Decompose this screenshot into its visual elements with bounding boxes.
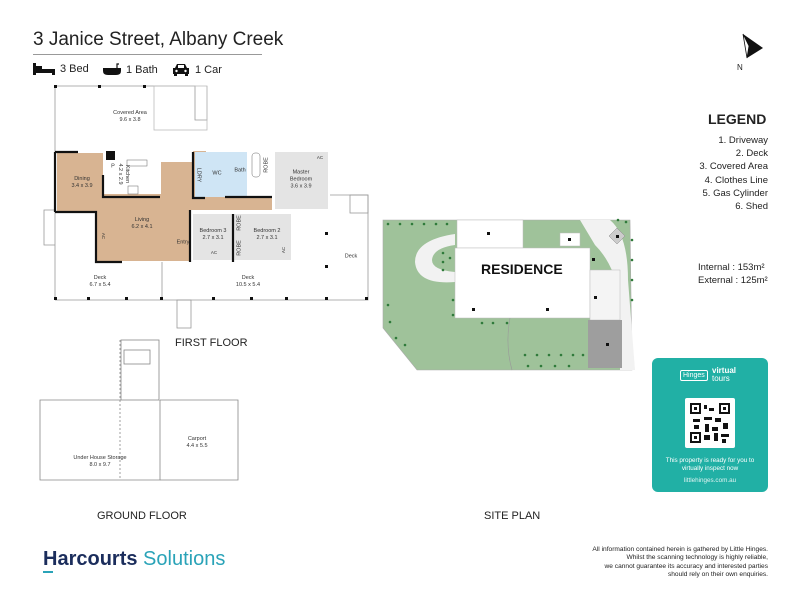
wc-label: WC <box>212 170 222 177</box>
site-plan <box>382 218 635 371</box>
feature-bath: 1 Bath <box>103 63 158 76</box>
room-name: Bedroom 2 <box>253 228 281 235</box>
ground-floor-plan <box>39 339 239 481</box>
room-dims: 6.2 x 4.1 <box>131 224 153 230</box>
ground-floor-title: GROUND FLOOR <box>97 510 187 522</box>
wet-area-floor <box>195 152 247 197</box>
room-dims: 3.4 x 3.9 <box>71 183 93 189</box>
room-dims: 6.7 x 5.4 <box>89 282 111 288</box>
bath-icon <box>103 63 121 75</box>
room-name: Bedroom 3 <box>199 228 227 235</box>
first-floor-title: FIRST FLOOR <box>175 337 248 349</box>
feature-car: 1 Car <box>172 63 222 76</box>
tour-url-link[interactable]: littlehinges.com.au <box>683 477 737 484</box>
bed-count: 3 Bed <box>60 63 89 75</box>
room-name: Living <box>134 217 150 224</box>
title-divider <box>33 54 262 55</box>
north-arrow-icon <box>742 33 763 59</box>
disclaimer: All information contained herein is gath… <box>592 546 768 579</box>
legend-list: 1. Driveway 2. Deck 3. Covered Area 4. C… <box>699 134 768 213</box>
legend-item: 2. Deck <box>735 148 768 160</box>
brand-office: Solutions <box>143 548 226 570</box>
car-icon <box>173 64 189 76</box>
car-count: 1 Car <box>195 63 222 76</box>
room-name: Covered Area <box>113 110 147 117</box>
legend-item: 6. Shed <box>735 201 768 213</box>
external-area: External : 125m² <box>698 275 768 286</box>
site-plan-title: SITE PLAN <box>484 510 541 522</box>
room-name: Deck <box>241 275 255 282</box>
legend-item: 3. Covered Area <box>699 161 768 173</box>
room-deck-right: Deck <box>344 253 358 260</box>
room-name: Master Bedroom <box>289 169 313 183</box>
room-dims: 2.7 x 3.1 <box>202 235 224 241</box>
room-dims: 9.6 x 3.8 <box>119 117 141 123</box>
ac-label: AC <box>210 250 218 256</box>
master-floor <box>275 152 328 209</box>
internal-area: Internal : 153m² <box>698 262 765 273</box>
ac-label: AC <box>316 155 324 161</box>
legend-title: LEGEND <box>708 111 767 127</box>
bath-count: 1 Bath <box>126 63 158 76</box>
property-address: 3 Janice Street, Albany Creek <box>33 29 284 50</box>
qr-code-icon <box>690 403 730 443</box>
disclaimer-line: should rely on their own enquiries. <box>667 570 768 578</box>
little-hinges-logo: Hinges <box>680 370 708 381</box>
disclaimer-line: All information contained herein is gath… <box>592 546 768 553</box>
room-name: Dining <box>74 176 90 183</box>
disclaimer-line: Whilst the scanning technology is highly… <box>626 554 768 562</box>
room-dims: 10.5 x 5.4 <box>235 282 261 288</box>
bedrooms-floor <box>193 214 291 260</box>
tours-label: tours <box>712 374 730 383</box>
compass-north-label: N <box>737 63 743 72</box>
virtual-label: virtual <box>712 366 737 375</box>
brand-underline <box>43 571 53 573</box>
room-name: Under House Storage <box>73 455 127 462</box>
legend-item: 4. Clothes Line <box>704 174 768 186</box>
tour-message: This property is ready for you to virtua… <box>665 457 755 472</box>
legend-item: 1. Driveway <box>718 135 768 146</box>
first-floor-plan <box>43 85 369 329</box>
room-dims: 4.4 x 5.5 <box>186 443 208 449</box>
legend-item: 5. Gas Cylinder <box>702 187 768 199</box>
harcourts-logo: Harcourts Solutions <box>43 548 225 571</box>
room-name: Deck <box>93 275 107 282</box>
brand-name: Harcourts <box>43 548 138 570</box>
room-dims: 2.7 x 3.1 <box>256 235 278 241</box>
room-dims: 3.6 x 3.9 <box>290 183 312 190</box>
feature-bed: 3 Bed <box>33 63 89 75</box>
disclaimer-line: we cannot guarantee its accuracy and int… <box>604 562 768 570</box>
pantry-label: P <box>111 163 115 170</box>
room-dims: 8.0 x 9.7 <box>89 462 111 468</box>
room-name: Carport <box>187 436 207 443</box>
bath-label: Bath <box>234 167 246 174</box>
qr-code[interactable] <box>685 398 735 448</box>
residence-label: RESIDENCE <box>481 261 563 277</box>
bed-icon <box>33 63 55 75</box>
entry-label: Entry <box>176 239 190 246</box>
